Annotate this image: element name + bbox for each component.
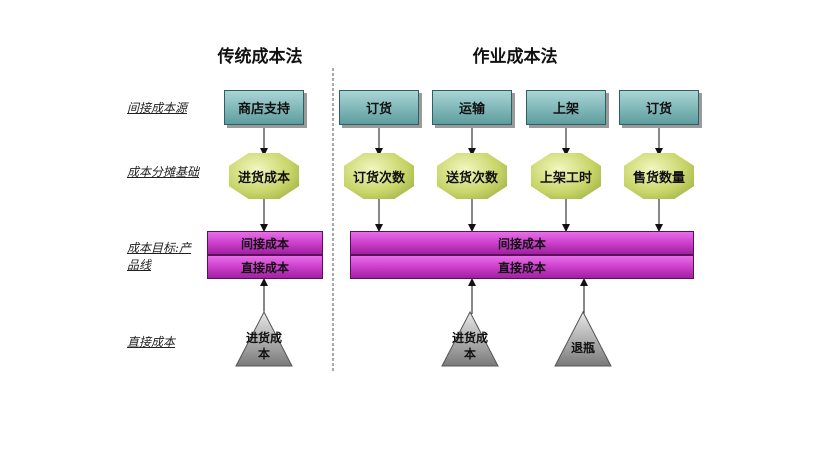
act-direct-cost-label-1: 进货成本 — [452, 331, 489, 361]
act-direct-cost-label-2: 退瓶 — [570, 341, 595, 355]
trad-direct-band: 直接成本 — [207, 255, 323, 279]
act-source-box-4: 订货 — [619, 90, 699, 125]
act-source-box-2: 运输 — [432, 90, 512, 125]
act-driver-octagon-1: 订货次数 — [344, 153, 414, 199]
activity-title: 作业成本法 — [472, 47, 558, 67]
triangle-act-direct-cost-1 — [441, 310, 499, 367]
trad-driver-octagon: 进货成本 — [229, 153, 299, 199]
triangle-act-direct-cost-2 — [554, 310, 612, 367]
trad-direct-cost-label: 进货成本 — [246, 331, 283, 361]
act-indirect-band: 间接成本 — [350, 231, 694, 255]
traditional-title: 传统成本法 — [217, 47, 303, 67]
row-label-cost-object: 成本目标:产品线 — [127, 241, 192, 272]
row-label-indirect-source: 间接成本源 — [127, 101, 188, 115]
act-source-box-1: 订货 — [339, 90, 419, 125]
triangle-trad-direct-cost — [235, 310, 293, 367]
row-label-direct-cost: 直接成本 — [127, 335, 176, 349]
act-driver-octagon-2: 送货次数 — [437, 153, 507, 199]
act-driver-octagon-4: 售货数量 — [624, 153, 694, 199]
act-driver-octagon-3: 上架工时 — [531, 153, 601, 199]
trad-indirect-band: 间接成本 — [207, 231, 323, 255]
act-source-box-3: 上架 — [526, 90, 606, 125]
row-label-allocation-basis: 成本分摊基础 — [127, 165, 200, 179]
act-direct-band: 直接成本 — [350, 255, 694, 279]
trad-source-box: 商店支持 — [224, 90, 304, 125]
